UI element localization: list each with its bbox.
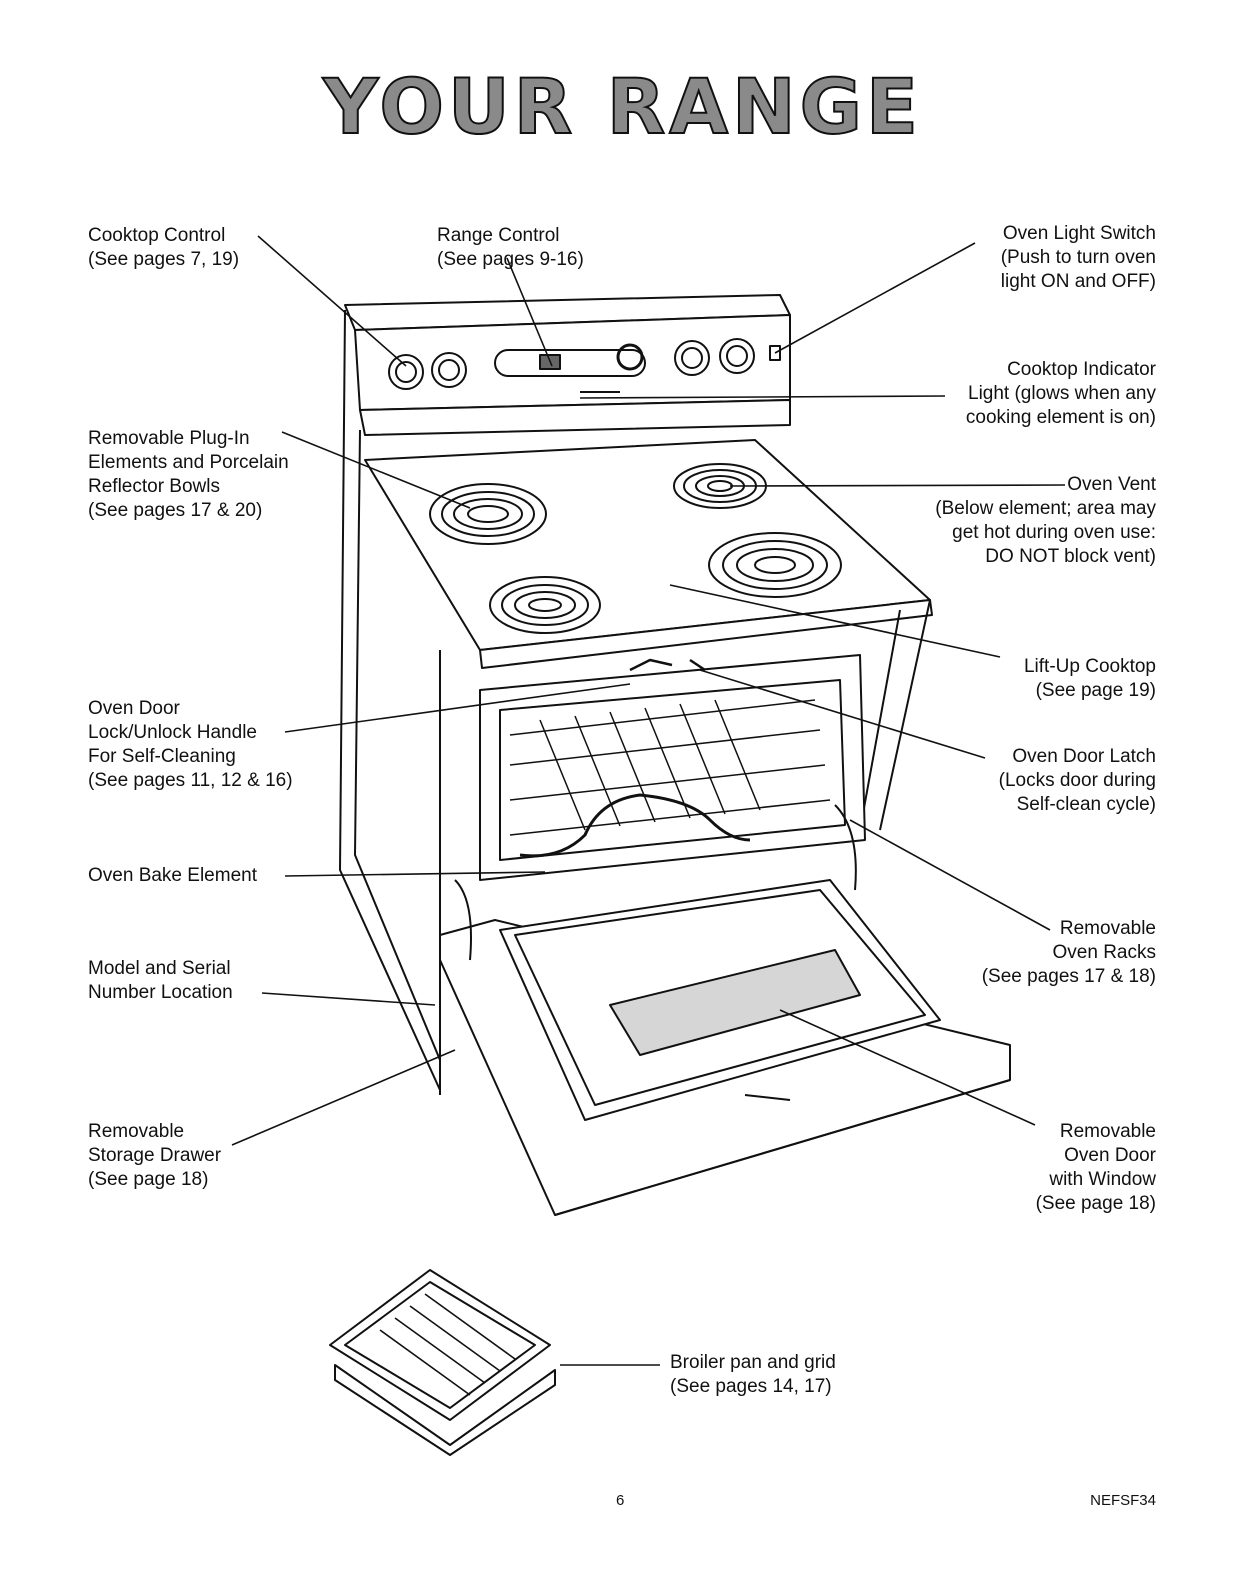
door-window	[609, 949, 861, 1056]
bake-element	[519, 793, 751, 858]
label-broiler-pan: Broiler pan and grid (See pages 14, 17)	[670, 1352, 836, 1397]
oven-racks	[509, 699, 831, 836]
page-number: 6	[616, 1492, 625, 1509]
label-plug-in-elements: Removable Plug-In Elements and Porcelain…	[88, 428, 289, 521]
cooktop	[364, 439, 933, 669]
label-oven-vent: Oven Vent (Below element; area may get h…	[935, 474, 1156, 567]
label-model-serial: Model and Serial Number Location	[88, 958, 233, 1003]
oven-light-switch	[769, 345, 781, 361]
broiler-pan	[329, 1269, 556, 1456]
label-oven-bake-element: Oven Bake Element	[88, 865, 257, 886]
doc-code: NEFSF34	[1090, 1492, 1156, 1509]
leader-lines	[231, 235, 1066, 1366]
backguard	[344, 294, 791, 436]
label-lift-up-cooktop: Lift-Up Cooktop (See page 19)	[1023, 656, 1156, 701]
label-oven-door-window: Removable Oven Door with Window (See pag…	[1035, 1121, 1156, 1214]
label-oven-door-latch: Oven Door Latch (Locks door during Self-…	[998, 746, 1156, 815]
label-storage-drawer: Removable Storage Drawer (See page 18)	[88, 1121, 222, 1190]
cooktop-knobs	[388, 338, 755, 390]
label-oven-light-switch: Oven Light Switch (Push to turn oven lig…	[1000, 223, 1156, 292]
label-oven-door-lock: Oven Door Lock/Unlock Handle For Self-Cl…	[88, 698, 293, 791]
label-range-control: Range Control (See pages 9-16)	[437, 225, 584, 270]
label-oven-racks: Removable Oven Racks (See pages 17 & 18)	[981, 918, 1156, 987]
door-latch	[629, 658, 673, 672]
oven-cavity	[479, 654, 866, 881]
range-control-panel	[494, 349, 646, 377]
label-cooktop-control: Cooktop Control (See pages 7, 19)	[88, 225, 240, 270]
label-cooktop-indicator: Cooktop Indicator Light (glows when any …	[965, 359, 1156, 428]
oven-door	[439, 804, 1011, 1216]
page-title: YOUR RANGE	[322, 61, 922, 152]
